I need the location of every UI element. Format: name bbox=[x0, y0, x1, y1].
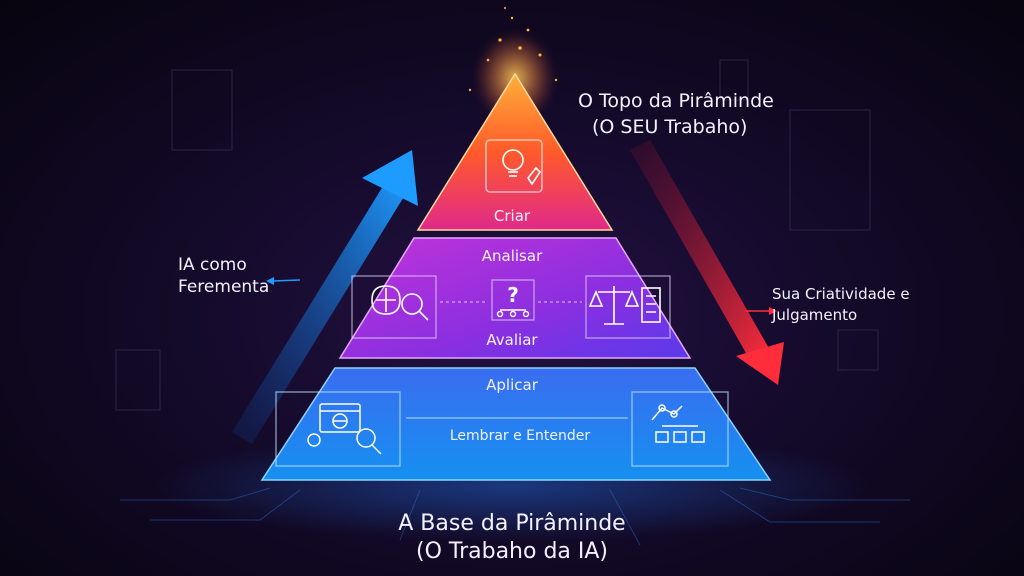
circuit-line bbox=[120, 487, 271, 501]
base-tier-boxes bbox=[275, 391, 729, 467]
tier-label-avaliar: Avaliar bbox=[486, 331, 538, 349]
hand bbox=[527, 166, 542, 186]
spark bbox=[468, 88, 472, 92]
scale-pan bbox=[588, 289, 604, 307]
magnifier-lens bbox=[401, 293, 423, 315]
network-node bbox=[509, 310, 517, 318]
robot-arm bbox=[651, 405, 683, 421]
tier-label-lembrar: Lembrar e Entender bbox=[449, 428, 591, 444]
right-label-line2: Julgamento bbox=[772, 306, 858, 324]
tier-label-criar: Criar bbox=[493, 207, 531, 225]
checklist-lines bbox=[646, 295, 656, 313]
down-arrow bbox=[630, 140, 784, 385]
question-network-icon: ? bbox=[496, 283, 530, 318]
box bbox=[655, 431, 669, 443]
right-pointer-head bbox=[769, 307, 777, 315]
small-globe bbox=[307, 433, 321, 447]
circuit-line bbox=[609, 489, 641, 546]
robot-joint bbox=[658, 404, 666, 412]
network-node bbox=[496, 310, 504, 318]
magnifier-handle bbox=[371, 444, 382, 455]
brain bbox=[371, 285, 401, 315]
spark bbox=[554, 78, 558, 82]
brain-lines bbox=[376, 288, 396, 312]
browser-window bbox=[319, 403, 361, 433]
top-title: O Topo da Pirâminde (O SEU Trabaho) bbox=[578, 88, 774, 140]
circuit-line bbox=[739, 487, 910, 501]
bg-panel bbox=[837, 329, 879, 371]
tier-middle bbox=[338, 237, 692, 359]
right-label-line1: Sua Criatividade e bbox=[772, 285, 910, 303]
bg-panel bbox=[115, 349, 161, 411]
icon-frame bbox=[485, 139, 543, 193]
base-title-line1: A Base da Pirâminde bbox=[398, 511, 626, 536]
base-title: A Base da Pirâminde (O Trabaho da IA) bbox=[398, 510, 625, 566]
left-pointer-head bbox=[266, 277, 274, 285]
sparks bbox=[468, 7, 558, 92]
spark bbox=[486, 58, 490, 62]
analisar-center-box bbox=[491, 279, 535, 321]
bg-panel bbox=[171, 69, 233, 151]
tier-top bbox=[416, 72, 614, 231]
up-arrow-shaft bbox=[232, 178, 408, 444]
down-arrow-head bbox=[736, 342, 784, 385]
tier-label-analisar: Analisar bbox=[481, 247, 543, 265]
spark bbox=[526, 28, 530, 32]
checklist bbox=[641, 287, 661, 323]
box bbox=[691, 431, 705, 443]
up-arrow-head bbox=[362, 150, 418, 206]
right-label: Sua Criatividade e Julgamento bbox=[772, 284, 910, 326]
tier-label-aplicar: Aplicar bbox=[486, 376, 538, 394]
spark bbox=[498, 38, 502, 42]
brain-magnifier-icon bbox=[371, 285, 429, 321]
spark bbox=[504, 7, 506, 9]
left-pointer-line bbox=[271, 279, 301, 282]
lightbulb-hand-icon bbox=[485, 139, 543, 193]
robot-joint bbox=[670, 410, 678, 418]
base-title-line2: (O Trabaho da IA) bbox=[415, 539, 609, 564]
up-arrow bbox=[232, 150, 418, 444]
robot-arm-boxes-icon bbox=[651, 404, 705, 443]
spark bbox=[538, 53, 542, 57]
scale-pan bbox=[624, 289, 640, 307]
network-node bbox=[522, 310, 530, 318]
analisar-left-box bbox=[351, 275, 437, 339]
circuit-line bbox=[399, 489, 421, 541]
left-label-line2: Ferementa bbox=[178, 277, 270, 297]
browser-globe-magnifier-icon bbox=[307, 403, 382, 455]
bg-panel bbox=[789, 109, 871, 231]
top-title-line2: (O SEU Trabaho) bbox=[592, 116, 748, 138]
circuit-lines bbox=[120, 487, 910, 546]
down-arrow-shaft bbox=[630, 140, 770, 360]
spark bbox=[510, 16, 514, 20]
magnifier-lens bbox=[356, 428, 376, 448]
tier-base bbox=[260, 367, 772, 481]
background-panels bbox=[115, 59, 879, 411]
spark bbox=[518, 46, 522, 50]
aplicar-left-box bbox=[275, 391, 401, 467]
analisar-right-box bbox=[585, 275, 671, 339]
scales-checklist-icon bbox=[588, 286, 661, 325]
magnifier-handle bbox=[418, 310, 429, 321]
aplicar-right-box bbox=[631, 391, 729, 467]
bg-panel bbox=[719, 59, 749, 101]
top-title-line1: O Topo da Pirâminde bbox=[578, 90, 774, 112]
circuit-line bbox=[719, 489, 880, 523]
bulb bbox=[502, 149, 524, 171]
circuit-line bbox=[150, 489, 301, 521]
box bbox=[673, 431, 687, 443]
middle-tier-boxes bbox=[351, 275, 671, 339]
question-mark: ? bbox=[507, 283, 519, 307]
left-label: IA como Ferementa bbox=[178, 254, 269, 298]
pyramid bbox=[260, 72, 772, 481]
left-label-line1: IA como bbox=[178, 255, 247, 275]
